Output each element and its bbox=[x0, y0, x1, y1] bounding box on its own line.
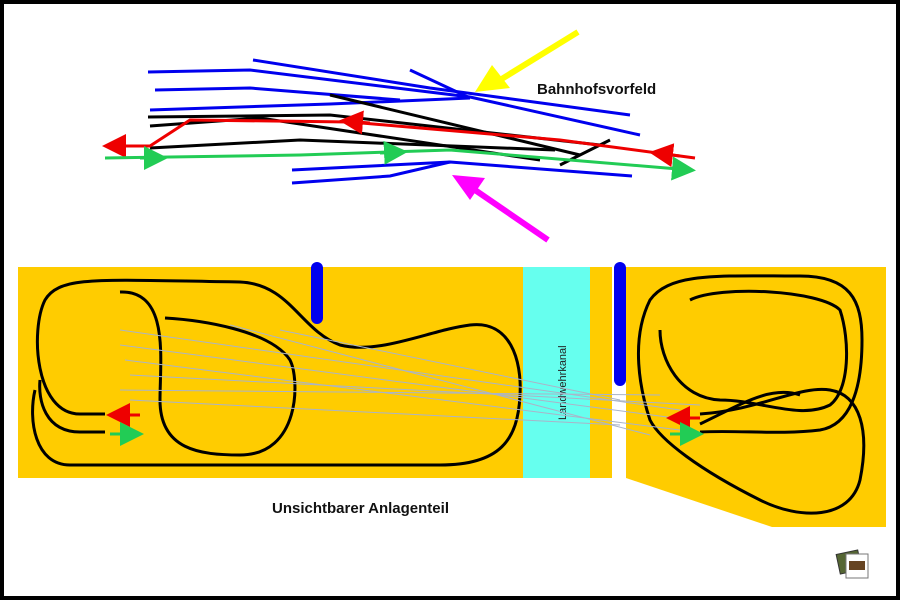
green-route bbox=[104, 148, 696, 181]
right-wall-bar bbox=[614, 262, 626, 386]
red-arrow-right bbox=[649, 143, 681, 168]
black-tracks bbox=[147, 93, 611, 167]
magenta-pointer-arrow bbox=[452, 175, 550, 243]
photo-stack-icon[interactable] bbox=[835, 549, 869, 579]
station-area-label: Bahnhofsvorfeld bbox=[537, 81, 656, 98]
left-wall-bar bbox=[311, 262, 323, 324]
station-approach-tracks bbox=[102, 58, 696, 185]
red-arrow-mid bbox=[339, 110, 371, 135]
blue-sidings bbox=[147, 58, 641, 185]
yellow-pointer-arrow bbox=[475, 29, 580, 92]
canal-label: Landwehrkanal bbox=[557, 345, 569, 420]
diagram-canvas: Bahnhofsvorfeld Landwehrkanal Unsichtbar… bbox=[4, 4, 896, 596]
hidden-section-label: Unsichtbarer Anlagenteil bbox=[272, 500, 449, 517]
track-plan: Bahnhofsvorfeld Landwehrkanal Unsichtbar… bbox=[18, 29, 886, 579]
red-route bbox=[102, 118, 696, 160]
connection-lines bbox=[119, 324, 701, 436]
green-arrow-mid bbox=[379, 140, 408, 165]
canal-strip bbox=[523, 267, 590, 478]
hidden-tracks bbox=[31, 274, 866, 515]
